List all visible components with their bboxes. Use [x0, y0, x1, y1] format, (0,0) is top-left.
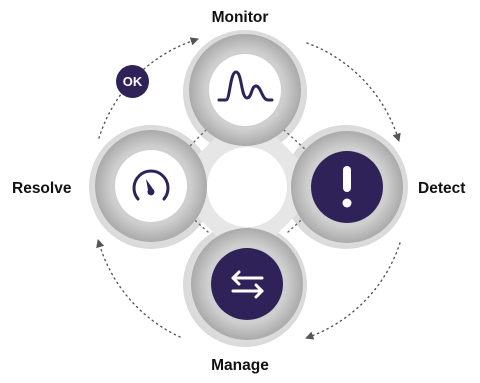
- monitor-label: Monitor: [211, 9, 269, 26]
- exclamation-icon: [342, 166, 352, 208]
- center-hole: [207, 147, 287, 227]
- resolve-label: Resolve: [12, 180, 72, 197]
- detect-node: [291, 131, 403, 243]
- arc-monitor-to-detect: [306, 42, 401, 142]
- arc-manage-to-resolve: [96, 238, 181, 338]
- manage-label: Manage: [211, 357, 269, 374]
- detect-label: Detect: [418, 180, 466, 197]
- orbit-arrows: [96, 37, 401, 340]
- gauge-icon: [132, 169, 170, 201]
- pulse-waveform-icon: [217, 70, 274, 102]
- ok-badge-text: OK: [122, 74, 143, 89]
- manage-node: [191, 228, 303, 340]
- arc-detect-to-manage: [305, 242, 401, 340]
- resolve-node: [95, 130, 207, 242]
- ok-badge: OK: [116, 65, 149, 98]
- arc-resolve-to-monitor: [98, 37, 199, 139]
- monitor-node: [189, 34, 301, 146]
- swap-arrows-icon: [231, 270, 264, 299]
